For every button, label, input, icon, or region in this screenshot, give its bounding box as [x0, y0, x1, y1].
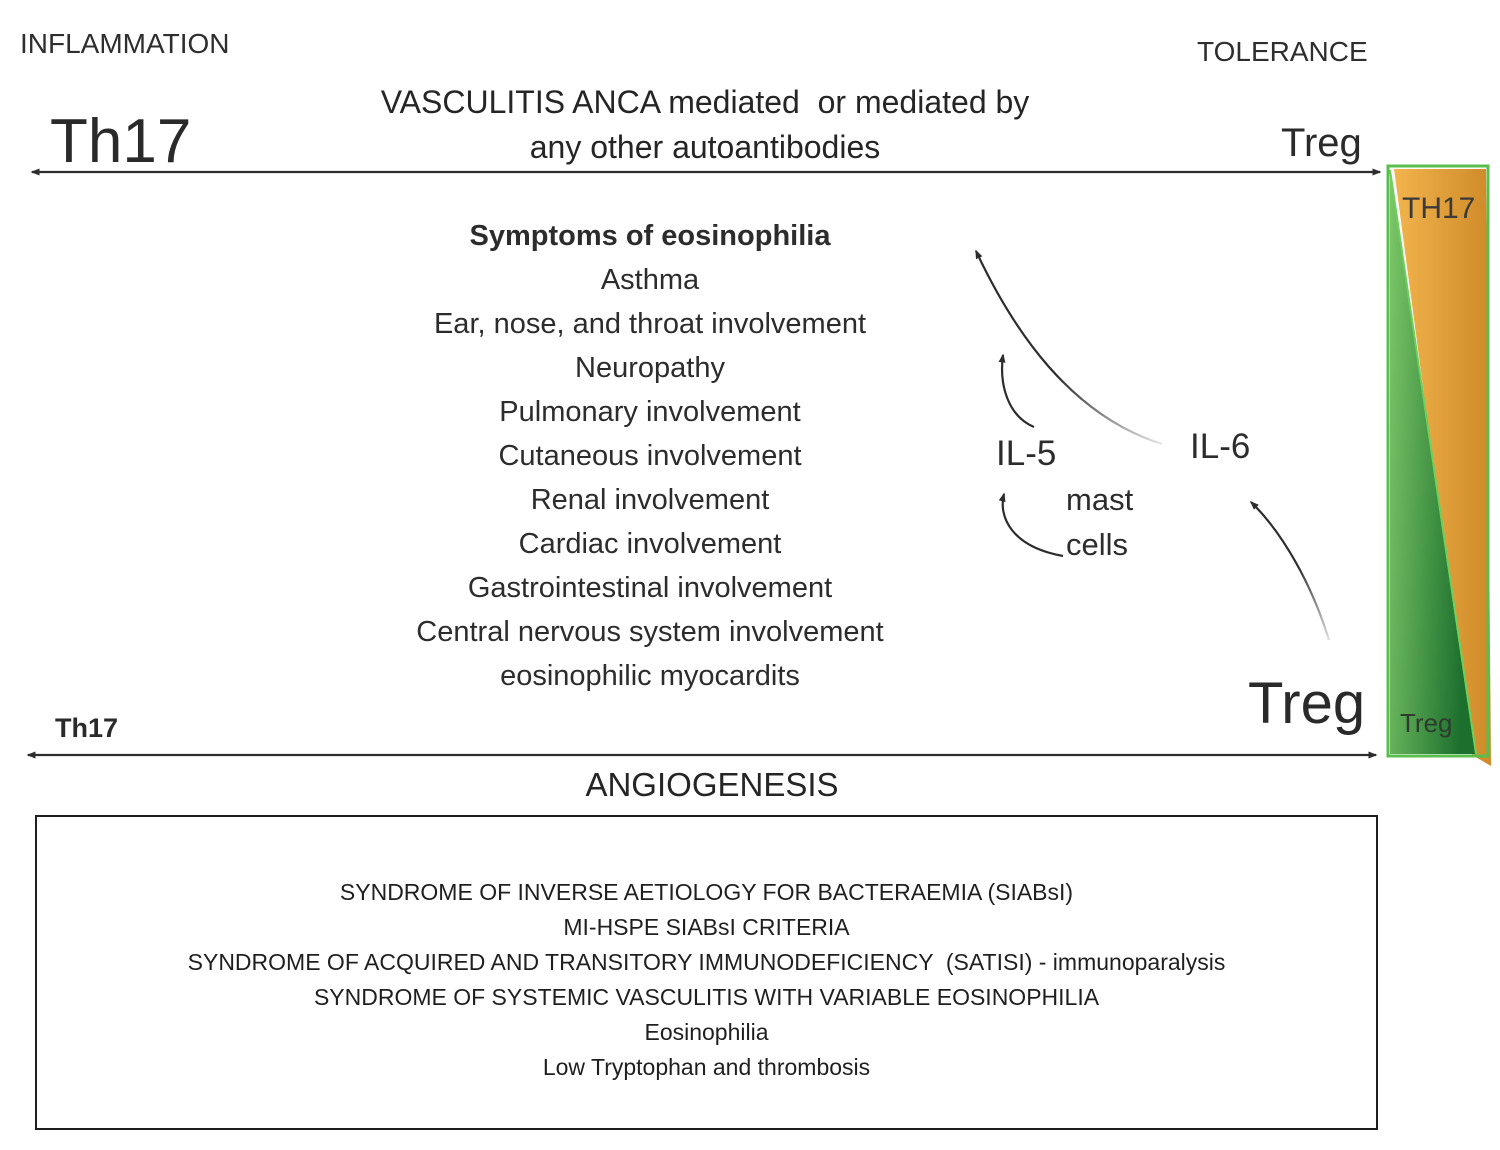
main-title: VASCULITIS ANCA mediated or mediated by …: [310, 80, 1100, 170]
il6-to-symptoms-arrow: [975, 249, 1163, 446]
th17-treg-gradient-bar: [1386, 164, 1491, 766]
mast-cells-to-il5-arrow: [998, 492, 1064, 558]
bar-treg-label: Treg: [1400, 708, 1453, 738]
symptom-item: eosinophilic myocardits: [500, 660, 800, 692]
th17-axis-label-bottom: Th17: [55, 713, 119, 743]
syndrome-line: SYNDROME OF ACQUIRED AND TRANSITORY IMMU…: [187, 949, 1226, 975]
symptoms-list: Symptoms of eosinophilia Asthma Ear, nos…: [300, 214, 1000, 698]
treg-axis-label-right: Treg: [1281, 121, 1362, 165]
symptom-item: Pulmonary involvement: [499, 396, 801, 428]
bar-border: [1386, 164, 1490, 758]
mast-cells-line1: mast: [1066, 482, 1134, 517]
il5-label: IL-5: [996, 434, 1057, 473]
syndrome-box: SYNDROME OF INVERSE AETIOLOGY FOR BACTER…: [35, 815, 1378, 1130]
syndrome-line: Eosinophilia: [644, 1019, 769, 1045]
il5-upregulation-arrow: [998, 353, 1035, 429]
mast-cells-label: mast cells: [1066, 477, 1133, 567]
syndrome-line: Low Tryptophan and thrombosis: [542, 1054, 871, 1080]
symptoms-heading: Symptoms of eosinophilia: [469, 220, 831, 252]
bar-th17-label: TH17: [1402, 192, 1476, 225]
bar-orange-wedge: [1394, 169, 1491, 766]
syndrome-line: MI-HSPE SIABsI CRITERIA: [563, 914, 850, 940]
symptom-item: Asthma: [600, 264, 700, 296]
treg-axis-label-bottom: Treg: [1248, 671, 1366, 736]
main-title-line1: VASCULITIS ANCA mediated or mediated by: [380, 84, 1030, 120]
symptom-item: Gastrointestinal involvement: [467, 572, 833, 604]
angiogenesis-label: ANGIOGENESIS: [585, 766, 839, 803]
symptom-item: Renal involvement: [530, 484, 770, 516]
bar-wedge-edge: [1389, 169, 1477, 755]
main-title-line2: any other autoantibodies: [529, 129, 881, 165]
syndrome-box-content: SYNDROME OF INVERSE AETIOLOGY FOR BACTER…: [37, 817, 1376, 1085]
syndrome-line: SYNDROME OF SYSTEMIC VASCULITIS WITH VAR…: [313, 984, 1100, 1010]
symptom-item: Neuropathy: [575, 352, 725, 384]
syndrome-line: SYNDROME OF INVERSE AETIOLOGY FOR BACTER…: [339, 879, 1074, 905]
treg-to-il6-arrow: [1249, 500, 1331, 641]
symptom-item: Central nervous system involvement: [416, 616, 884, 648]
symptom-item: Cardiac involvement: [518, 528, 782, 560]
mast-cells-line2: cells: [1066, 527, 1129, 562]
inflammation-label: INFLAMMATION: [20, 28, 230, 59]
th17-axis-label-left: Th17: [50, 107, 192, 176]
symptom-item: Ear, nose, and throat involvement: [433, 308, 867, 340]
symptom-item: Cutaneous involvement: [498, 440, 802, 472]
il6-label: IL-6: [1190, 427, 1251, 466]
tolerance-label: TOLERANCE: [1197, 36, 1368, 67]
